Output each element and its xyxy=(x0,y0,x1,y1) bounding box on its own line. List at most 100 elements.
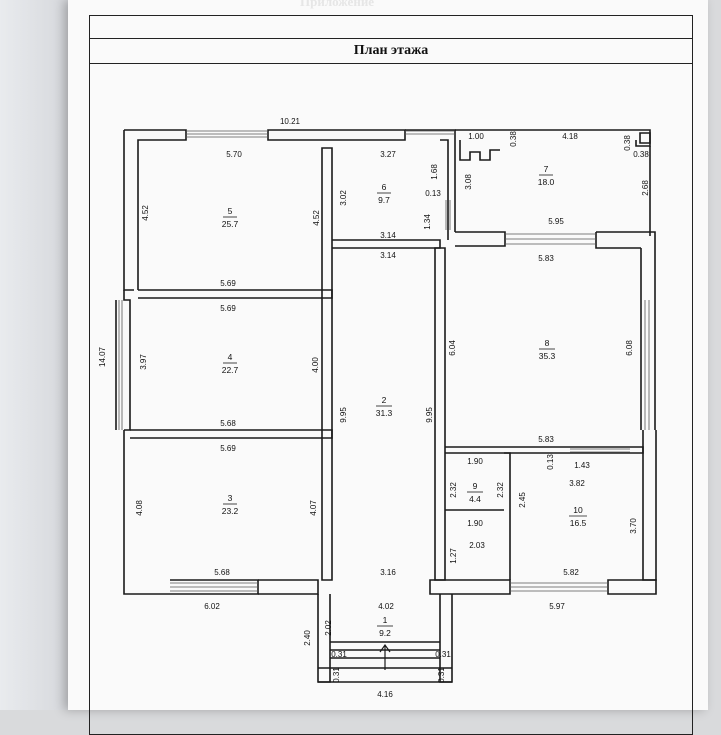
wall-bottom-right1 xyxy=(429,579,511,595)
dim-label: 3.14 xyxy=(380,251,396,260)
window-10-bottom xyxy=(510,582,608,592)
dim-label: 9.95 xyxy=(339,407,348,423)
dim-label: 4.08 xyxy=(135,500,144,516)
window-mid xyxy=(505,233,596,245)
dim-label: 10.21 xyxy=(280,117,301,126)
wall-5-4 xyxy=(138,289,333,299)
dim-label: 0.13 xyxy=(425,189,441,198)
dim-label: 1.90 xyxy=(467,519,483,528)
dim-label: 0.31 xyxy=(331,650,347,659)
room-3-area: 23.2 xyxy=(222,506,239,516)
room-4-number: 4 xyxy=(228,352,233,362)
dim-label: 5.68 xyxy=(220,419,236,428)
room-fraction-lines xyxy=(223,174,587,627)
room-2-number: 2 xyxy=(382,395,387,405)
dim-label: 5.95 xyxy=(548,217,564,226)
room-3-number: 3 xyxy=(228,493,233,503)
dim-label: 1.68 xyxy=(430,164,439,180)
room-1-area: 9.2 xyxy=(379,628,391,638)
dim-label: 1.90 xyxy=(467,457,483,466)
plan-walls xyxy=(115,129,657,683)
wall-right-corridor xyxy=(434,247,446,581)
windows xyxy=(118,130,650,592)
wall-top-right2 xyxy=(455,129,651,147)
dim-label: 0.31 xyxy=(435,650,451,659)
dim-label: 4.00 xyxy=(311,357,320,373)
dim-label: 0.38 xyxy=(509,131,518,147)
dim-label: 3.14 xyxy=(380,231,396,240)
dim-label: 5.97 xyxy=(549,602,565,611)
plan-title: План этажа xyxy=(89,38,693,64)
wall-4-3 xyxy=(130,429,333,439)
dim-label: 1.27 xyxy=(449,548,458,564)
niche-10 xyxy=(570,448,630,453)
dim-label: 4.52 xyxy=(312,210,321,226)
dim-label: 4.16 xyxy=(377,690,393,699)
wall-left-corridor xyxy=(321,147,333,581)
room-7-area: 18.0 xyxy=(538,177,555,187)
dimension-labels-v: 0.38 0.38 4.52 4.52 3.02 1.68 0.13 1.34 … xyxy=(98,131,650,683)
dim-label: 2.02 xyxy=(324,620,333,636)
room-labels: 5 25.7 4 22.7 3 23.2 6 9.7 2 31.3 7 18.0… xyxy=(222,164,587,638)
dim-label: 4.18 xyxy=(562,132,578,141)
dim-label: 0.13 xyxy=(546,454,555,470)
dim-label: 2.32 xyxy=(449,482,458,498)
wall-right-mid xyxy=(596,231,656,430)
dim-label: 5.69 xyxy=(220,304,236,313)
window-6-top xyxy=(405,130,455,135)
entry-arrow xyxy=(379,643,391,670)
wall-top-mid xyxy=(267,129,406,141)
dim-label: 6.02 xyxy=(204,602,220,611)
column-7 xyxy=(639,132,651,144)
dim-label: 5.70 xyxy=(226,150,242,159)
dim-label: 5.69 xyxy=(220,444,236,453)
dim-label: 2.68 xyxy=(641,180,650,196)
room-6-area: 9.7 xyxy=(378,195,390,205)
dim-label: 4.02 xyxy=(378,602,394,611)
dim-label: 3.97 xyxy=(139,354,148,370)
dim-label: 5.83 xyxy=(538,435,554,444)
dim-label: 2.32 xyxy=(496,482,505,498)
dim-label: 2.40 xyxy=(303,630,312,646)
wall-right-bottom xyxy=(642,430,657,581)
dim-label: 3.70 xyxy=(629,518,638,534)
wall-bottom-right2 xyxy=(607,579,657,595)
room-8-area: 35.3 xyxy=(539,351,556,361)
background-page xyxy=(0,0,68,710)
ghost-heading: Приложение xyxy=(300,0,375,9)
dim-label: 1.43 xyxy=(574,461,590,470)
room-4-area: 22.7 xyxy=(222,365,239,375)
vent-6 xyxy=(445,200,451,230)
dim-label: 5.69 xyxy=(220,279,236,288)
wall-mid-top2 xyxy=(595,232,641,249)
dim-label: 6.08 xyxy=(625,340,634,356)
room-9-area: 4.4 xyxy=(469,494,481,504)
wall-outer-nw xyxy=(124,129,187,290)
room-5-number: 5 xyxy=(228,206,233,216)
wall-outer-w1 xyxy=(123,130,134,291)
room-5-area: 25.7 xyxy=(222,219,239,229)
wall-6-2 xyxy=(332,239,441,249)
dim-label: 9.95 xyxy=(425,407,434,423)
dim-label: 0.38 xyxy=(633,150,649,159)
paper-sheet xyxy=(68,0,708,710)
dim-label: 4.07 xyxy=(309,500,318,516)
dim-label: 2.45 xyxy=(518,492,527,508)
stair-7 xyxy=(459,140,500,161)
wall-8-10 xyxy=(445,446,644,454)
room-2-area: 31.3 xyxy=(376,408,393,418)
dim-label: 2.03 xyxy=(469,541,485,550)
floor-plan: 5 25.7 4 22.7 3 23.2 6 9.7 2 31.3 7 18.0… xyxy=(98,117,657,699)
dim-label: 3.82 xyxy=(569,479,585,488)
wall-bottom-mid xyxy=(258,579,319,595)
dim-label: 0.31 xyxy=(332,667,341,683)
dim-label: 5.82 xyxy=(563,568,579,577)
dim-label: 3.08 xyxy=(464,174,473,190)
room-6-number: 6 xyxy=(382,182,387,192)
dim-label: 0.38 xyxy=(623,135,632,151)
window-5-top xyxy=(186,130,268,138)
wall-outer-sw xyxy=(123,430,259,595)
dim-label: 0.31 xyxy=(437,667,446,683)
window-8-right xyxy=(644,300,650,430)
room-10-area: 16.5 xyxy=(570,518,587,528)
